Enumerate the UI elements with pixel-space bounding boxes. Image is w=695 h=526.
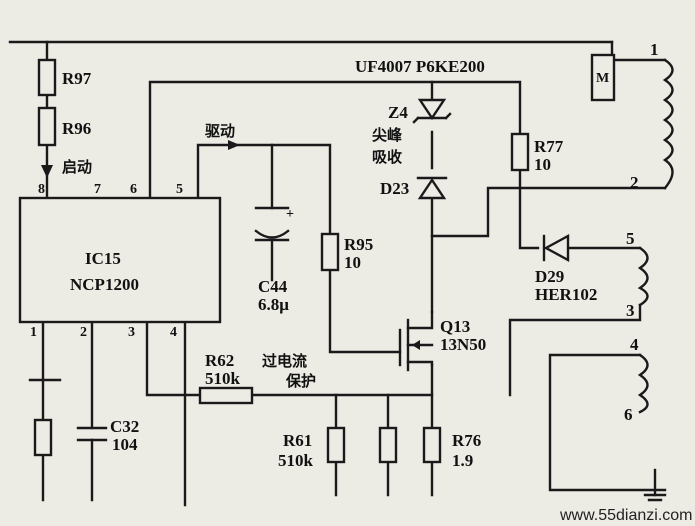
resistor-r61: R61 510k [278,426,346,470]
tx-pin-5: 5 [626,229,635,248]
overcurrent-label-2: 保护 [285,372,316,390]
ic-pin-4: 4 [170,325,177,340]
startup-arrow [41,165,53,178]
resistor-r77: R77 10 [510,132,564,174]
resistor-unlabeled-left [33,418,53,457]
c32-label: C32 [110,417,139,436]
r62-label: R62 [205,351,234,370]
ic-ref: IC15 [85,249,121,268]
tx-pin-2: 2 [630,173,639,192]
r61-value: 510k [278,451,314,470]
r61-label: R61 [283,431,312,450]
zener-z4: Z4 [388,98,452,124]
c44-value: 6.8μ [258,295,289,314]
c44-plus-icon: + [286,207,294,222]
spike-absorb-label-2: 吸收 [372,148,402,166]
fuse-label: M [596,71,609,86]
c32-value: 104 [112,435,138,454]
drive-label: 驱动 [205,122,235,140]
c44-label: C44 [258,277,288,296]
capacitor-c44: + C44 6.8μ [254,206,294,314]
ic-part: NCP1200 [70,275,139,294]
r77-label: R77 [534,137,564,156]
r97-label: R97 [62,69,92,88]
z4-label: Z4 [388,103,408,122]
tx-pin-6: 6 [624,405,633,424]
r95-label: R95 [344,235,373,254]
diode-d29: D29 HER102 [535,233,597,304]
q13-label: Q13 [440,317,470,336]
ground-icon [643,493,667,502]
d29-part: HER102 [535,285,597,304]
overcurrent-label-1: 过电流 [262,352,307,370]
q13-part: 13N50 [440,335,486,354]
capacitor-c32: C32 104 [76,417,139,454]
diode-top-label: UF4007 P6KE200 [355,57,485,76]
fuse: M [590,53,616,102]
r96-label: R96 [62,119,91,138]
startup-label: 启动 [62,158,92,176]
d23-label: D23 [380,179,409,198]
d29-label: D29 [535,267,564,286]
resistor-r62: R62 510k [198,351,254,405]
ic-pin-2: 2 [80,325,87,340]
r76-label: R76 [452,431,481,450]
resistor-unlabeled-mid [378,426,398,464]
ic15-ncp1200: IC15 NCP1200 8 7 6 5 1 2 3 4 [18,182,222,340]
diode-d23: D23 [380,176,448,200]
ic-pin-1: 1 [30,325,37,340]
ic-pin-6: 6 [130,182,137,197]
tx-pin-1: 1 [650,40,659,59]
ic-pin-5: 5 [176,182,183,197]
watermark: www.55dianzi.com [559,507,693,524]
resistor-r95: R95 10 [320,232,373,272]
spike-absorb-label-1: 尖峰 [372,126,403,144]
resistor-r96: R96 [37,106,91,147]
ic-pin-8: 8 [38,182,45,197]
transformer: 1 2 5 3 4 6 [624,40,674,424]
r76-value: 1.9 [452,451,473,470]
drive-arrow [228,140,240,150]
ic-pin-7: 7 [94,182,101,197]
r77-value: 10 [534,155,551,174]
resistor-r97: R97 [37,58,92,97]
tx-pin-4: 4 [630,335,639,354]
r95-value: 10 [344,253,361,272]
resistor-r76: R76 1.9 [422,426,481,470]
mosfet-q13: Q13 13N50 [398,310,486,372]
r62-value: 510k [205,369,241,388]
tx-pin-3: 3 [626,301,635,320]
ic-pin-3: 3 [128,325,135,340]
wiring [8,40,667,507]
